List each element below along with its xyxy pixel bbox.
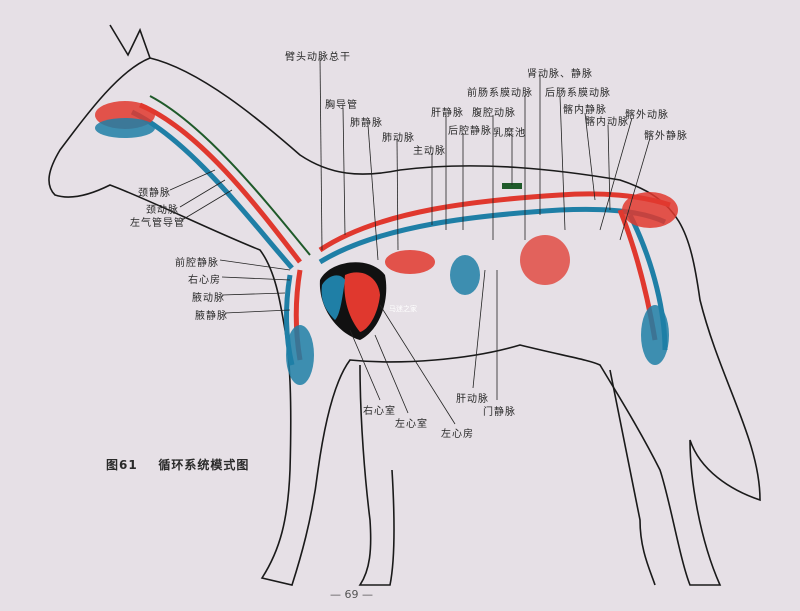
label-left-atrium: 左心房 [441, 429, 474, 440]
leader-lines [169, 57, 651, 425]
heart [319, 262, 387, 340]
label-aorta: 主动脉 [413, 146, 446, 157]
label-portal-vein: 门静脉 [483, 407, 516, 418]
page-number: — 69 — [330, 588, 373, 601]
label-external-iliac-artery: 髂外动脉 [625, 110, 669, 121]
label-internal-iliac-artery: 髂内动脉 [585, 117, 629, 128]
label-celiac-artery: 腹腔动脉 [472, 108, 516, 119]
label-external-iliac-vein: 髂外静脉 [644, 131, 688, 142]
caption-title: 循环系统模式图 [158, 458, 250, 472]
capillary-beds [286, 183, 678, 385]
label-hepatic-artery: 肝动脉 [456, 394, 489, 405]
label-carotid-artery: 颈动脉 [146, 205, 179, 216]
label-left-tracheal-duct: 左气管导管 [130, 218, 185, 229]
caption-number: 图61 [106, 458, 138, 472]
label-caudal-vena-cava: 后腔静脉 [448, 126, 492, 137]
label-renal-vessels: 肾动脉、静脉 [527, 69, 593, 80]
neck-vessels [130, 95, 311, 270]
label-axillary-vein: 腋静脉 [195, 311, 228, 322]
label-right-ventricle: 右心室 [363, 406, 396, 417]
head-capillaries [95, 101, 155, 138]
label-pulmonary-vein: 肺静脉 [350, 118, 383, 129]
label-internal-iliac-vein: 髂内静脉 [563, 105, 607, 116]
label-pulmonary-artery: 肺动脉 [382, 133, 415, 144]
label-cranial-mesenteric-artery: 前肠系膜动脉 [467, 88, 533, 99]
label-thoracic-duct: 胸导管 [325, 100, 358, 111]
label-jugular-vein: 颈静脉 [138, 188, 171, 199]
horse-outline [48, 24, 761, 586]
label-caudal-mesenteric-artery: 后肠系膜动脉 [545, 88, 611, 99]
label-axillary-artery: 腋动脉 [192, 293, 225, 304]
figure-caption: 图61 循环系统模式图 [106, 456, 249, 473]
label-hepatic-vein: 肝静脉 [431, 108, 464, 119]
label-cranial-vena-cava: 前腔静脉 [175, 258, 219, 269]
label-right-atrium: 右心房 [188, 275, 221, 286]
label-brachiocephalic-trunk: 臂头动脉总干 [285, 52, 351, 63]
watermark: 马迷之家 [389, 305, 417, 313]
label-left-ventricle: 左心室 [395, 419, 428, 430]
label-cisterna-chyli: 乳糜池 [493, 128, 526, 139]
